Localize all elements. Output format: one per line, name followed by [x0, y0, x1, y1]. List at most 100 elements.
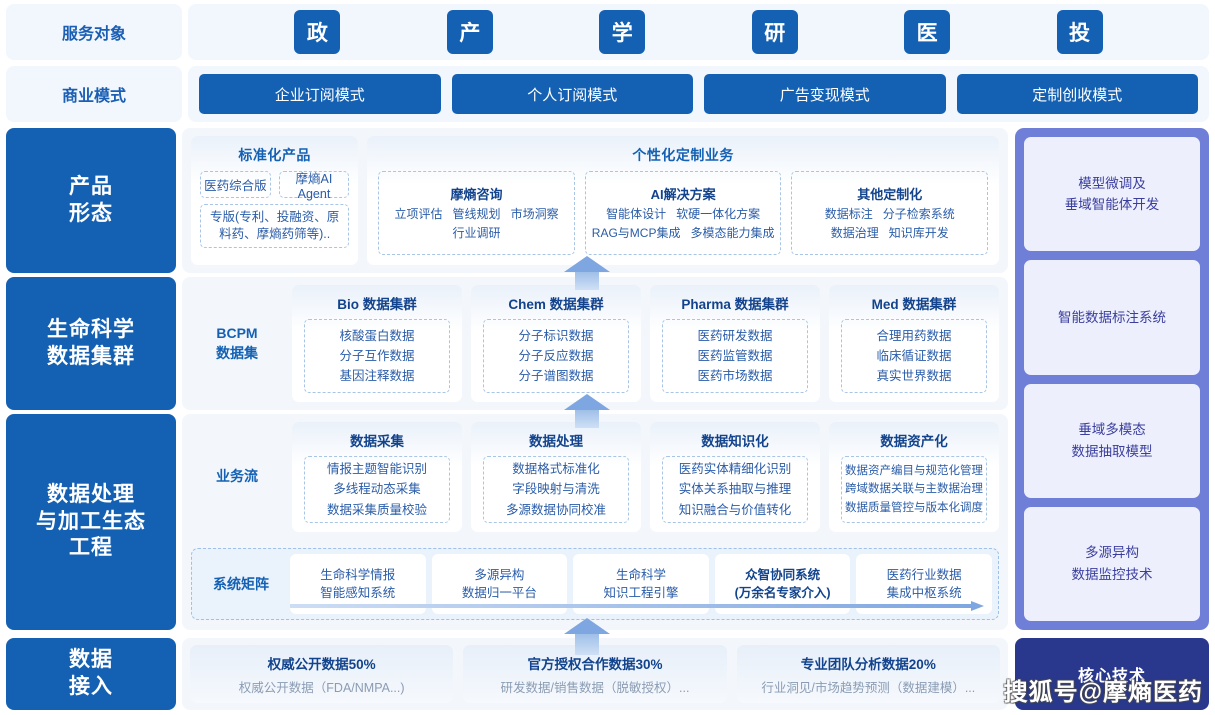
dataset-group-pharma-title: Pharma 数据集群: [681, 297, 789, 312]
service-chip-yan[interactable]: 研: [751, 10, 798, 54]
dataset-item: 基因注释数据: [339, 369, 415, 384]
flow-item: 医药实体精细化识别: [678, 462, 792, 477]
custom-item: 市场洞察: [510, 206, 559, 221]
product-label-line2: 形态: [69, 201, 113, 225]
custom-card-ai-solution-title: AI解决方案: [650, 186, 716, 202]
custom-item: 知识库开发: [888, 226, 949, 240]
custom-business-title: 个性化定制业务: [632, 147, 734, 163]
flow-item: 字段映射与清洗: [512, 482, 600, 497]
business-model-label: 商业模式: [6, 66, 182, 122]
model-button-advertising[interactable]: 广告变现模式: [704, 74, 946, 114]
flow-item: 知识融合与价值转化: [678, 502, 792, 517]
custom-item: 软硬一体化方案: [676, 206, 761, 221]
sm-line1: 生命科学情报: [320, 567, 396, 582]
flow-group-assetization[interactable]: 数据资产化 数据资产编目与规范化管理 跨域数据关联与主数据治理 数据质量管控与版…: [829, 422, 999, 532]
model-button-custom[interactable]: 定制创收模式: [956, 74, 1198, 114]
service-target-label: 服务对象: [6, 4, 182, 60]
service-chip-tou[interactable]: 投: [1056, 10, 1103, 54]
dataset-group-pharma[interactable]: Pharma 数据集群 医药研发数据 医药监管数据 医药市场数据: [650, 285, 820, 402]
custom-item: 多模态能力集成: [690, 226, 775, 240]
dataset-item: 核酸蛋白数据: [339, 328, 415, 343]
data-access-panel: 权威公开数据50% 权威公开数据（FDA/NMPA...) 官方授权合作数据30…: [182, 638, 1008, 710]
tech-card-multimodal-extraction[interactable]: 垂域多模态 数据抽取模型: [1024, 383, 1200, 498]
sm-line2: 知识工程引擎: [603, 586, 679, 600]
sm-line2: 智能感知系统: [320, 586, 396, 600]
flow-group-knowledge-title: 数据知识化: [701, 434, 769, 449]
flow-group-knowledge[interactable]: 数据知识化 医药实体精细化识别 实体关系抽取与推理 知识融合与价值转化: [650, 422, 820, 532]
flow-group-collection[interactable]: 数据采集 情报主题智能识别 多线程动态采集 数据采集质量校验: [292, 422, 462, 532]
system-matrix-label: 系统矩阵: [213, 576, 269, 592]
sm-line2: 数据归一平台: [461, 586, 537, 600]
dataset-item: 真实世界数据: [876, 369, 952, 384]
business-model-buttons: 企业订阅模式 个人订阅模式 广告变现模式 定制创收模式: [188, 66, 1209, 122]
bcpm-label-line2: 数据集: [216, 344, 258, 361]
access-label-line1: 数据: [69, 648, 113, 672]
sm-line1: 众智协同系统: [745, 567, 821, 582]
access-label-line2: 接入: [69, 675, 113, 698]
service-chip-zheng[interactable]: 政: [294, 10, 341, 54]
model-button-personal[interactable]: 个人订阅模式: [451, 74, 693, 114]
dataset-group-bio-title: Bio 数据集群: [337, 297, 417, 312]
tech-line1: 多源异构: [1085, 545, 1139, 561]
dataset-item: 医药市场数据: [697, 369, 773, 384]
tech-line2: 数据监控技术: [1071, 566, 1153, 582]
service-chip-chan[interactable]: 产: [446, 10, 493, 54]
core-technology-column: 模型微调及 垂域智能体开发 智能数据标注系统 垂域多模态 数据抽取模型 多源异构…: [1015, 128, 1209, 630]
tech-card-model-finetune[interactable]: 模型微调及 垂域智能体开发: [1024, 137, 1200, 252]
tech-line1: 模型微调及: [1078, 175, 1146, 191]
flow-group-processing-title: 数据处理: [529, 434, 583, 449]
access-card-licensed-sub: 研发数据/销售数据（脱敏授权）...: [500, 680, 690, 695]
custom-card-ai-solution[interactable]: AI解决方案 智能体设计 软硬一体化方案 RAG与MCP集成 多模态能力集成: [584, 171, 782, 255]
core-technology-label: 核心技术: [1015, 638, 1209, 710]
tech-line2: 数据抽取模型: [1071, 443, 1153, 459]
custom-card-other[interactable]: 其他定制化 数据标注 分子检索系统 数据治理 知识库开发: [791, 171, 988, 255]
flow-item: 跨域数据关联与主数据治理: [845, 483, 983, 496]
section-label-product-form: 产品 形态: [6, 128, 176, 273]
process-label-line2: 与加工生态: [36, 509, 146, 533]
tech-card-annotation-system[interactable]: 智能数据标注系统: [1024, 260, 1200, 375]
sm-line1: 多源异构: [474, 567, 525, 582]
access-card-public[interactable]: 权威公开数据50% 权威公开数据（FDA/NMPA...): [190, 645, 454, 703]
up-arrow-icon-dataset: [564, 394, 610, 428]
custom-card-consulting[interactable]: 摩熵咨询 立项评估 管线规划 市场洞察 行业调研: [378, 171, 575, 255]
lifesci-label-line2: 数据集群: [47, 344, 135, 368]
tech-line2: 垂域智能体开发: [1064, 197, 1160, 213]
section-label-data-processing: 数据处理 与加工生态 工程: [6, 414, 176, 630]
standard-tag-ai-agent[interactable]: 摩熵AI Agent: [278, 171, 350, 201]
life-science-dataset-panel: BCPM 数据集 Bio 数据集群 核酸蛋白数据 分子互作数据 基因注释数据 C…: [182, 277, 1008, 410]
access-card-licensed-title: 官方授权合作数据30%: [527, 656, 663, 672]
custom-item: 立项评估: [394, 206, 443, 221]
flow-item: 数据采集质量校验: [326, 502, 427, 517]
access-card-analysis[interactable]: 专业团队分析数据20% 行业洞见/市场趋势预测（数据建模）...: [736, 645, 1000, 703]
model-button-enterprise[interactable]: 企业订阅模式: [199, 74, 441, 114]
standard-tag-comprehensive[interactable]: 医药综合版: [200, 171, 271, 198]
sm-line2: 集成中枢系统: [886, 586, 962, 600]
flow-item: 数据格式标准化: [512, 462, 600, 477]
access-card-analysis-title: 专业团队分析数据20%: [800, 656, 936, 672]
lifesci-label-line1: 生命科学: [47, 317, 135, 341]
tech-card-heterogeneous-monitor[interactable]: 多源异构 数据监控技术: [1024, 506, 1200, 621]
flow-item: 多源数据协同校准: [505, 502, 606, 517]
service-target-row: 服务对象 政 产 学 研 医 投: [6, 4, 1209, 60]
flow-item: 情报主题智能识别: [326, 462, 427, 477]
flow-item: 数据质量管控与版本化调度: [845, 501, 983, 514]
service-chip-xue[interactable]: 学: [599, 10, 646, 54]
dataset-group-chem-title: Chem 数据集群: [508, 297, 604, 312]
bcpm-label-line1: BCPM: [216, 324, 258, 341]
system-matrix: 系统矩阵 生命科学情报 智能感知系统 多源异构 数据归一平台 生命科学 知识工程…: [191, 548, 999, 620]
process-label-line3: 工程: [69, 536, 113, 560]
dataset-group-chem[interactable]: Chem 数据集群 分子标识数据 分子反应数据 分子谱图数据: [471, 285, 641, 402]
dataset-group-med[interactable]: Med 数据集群 合理用药数据 临床循证数据 真实世界数据: [829, 285, 999, 402]
flow-group-processing[interactable]: 数据处理 数据格式标准化 字段映射与清洗 多源数据协同校准: [471, 422, 641, 532]
standard-tag-special-edition[interactable]: 专版(专利、投融资、原料药、摩熵药筛等)..: [200, 204, 350, 248]
flow-group-assetization-title: 数据资产化: [880, 434, 948, 449]
tech-line1: 垂域多模态: [1078, 422, 1146, 438]
section-label-data-access: 数据 接入: [6, 638, 176, 710]
dataset-group-bio[interactable]: Bio 数据集群 核酸蛋白数据 分子互作数据 基因注释数据: [292, 285, 462, 402]
flow-group-collection-title: 数据采集: [350, 434, 404, 449]
custom-business-card: 个性化定制业务 摩熵咨询 立项评估 管线规划 市场洞察 行业调研 AI解决方案: [367, 136, 999, 265]
service-target-chips: 政 产 学 研 医 投: [188, 4, 1209, 60]
access-card-public-title: 权威公开数据50%: [267, 656, 376, 672]
service-chip-yi[interactable]: 医: [904, 10, 951, 54]
